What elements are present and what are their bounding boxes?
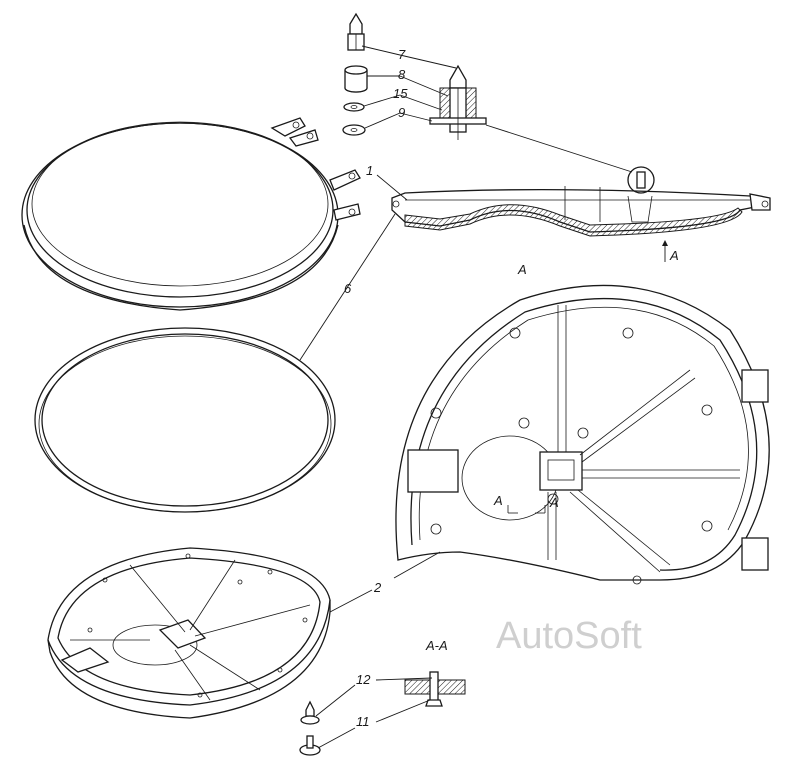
lid-section-view: [391, 166, 771, 237]
label-8: 8: [398, 67, 406, 82]
fastener-parts: [342, 12, 487, 140]
label-section-a-a: A-A: [425, 638, 448, 653]
gasket-ring-part: [34, 327, 336, 513]
label-11: 11: [356, 714, 370, 729]
label-section-mark-left: A: [493, 493, 503, 508]
lid-part: [21, 117, 361, 311]
section-a-a-detail: [404, 671, 466, 707]
label-6: 6: [344, 281, 352, 296]
label-1: 1: [366, 163, 373, 178]
label-2: 2: [373, 580, 382, 595]
label-view-a-arrow: A: [669, 248, 679, 263]
leader-lines: [299, 45, 668, 749]
label-12: 12: [356, 672, 371, 687]
view-a-detail: [395, 284, 770, 585]
label-section-mark-right: A: [549, 495, 559, 510]
tray-part: [47, 547, 331, 719]
label-15: 15: [393, 86, 408, 101]
watermark: AutoSoft: [496, 615, 642, 657]
label-9: 9: [398, 105, 405, 120]
label-view-a-title: A: [517, 262, 527, 277]
screw-parts: [299, 700, 321, 756]
label-7: 7: [398, 47, 406, 62]
